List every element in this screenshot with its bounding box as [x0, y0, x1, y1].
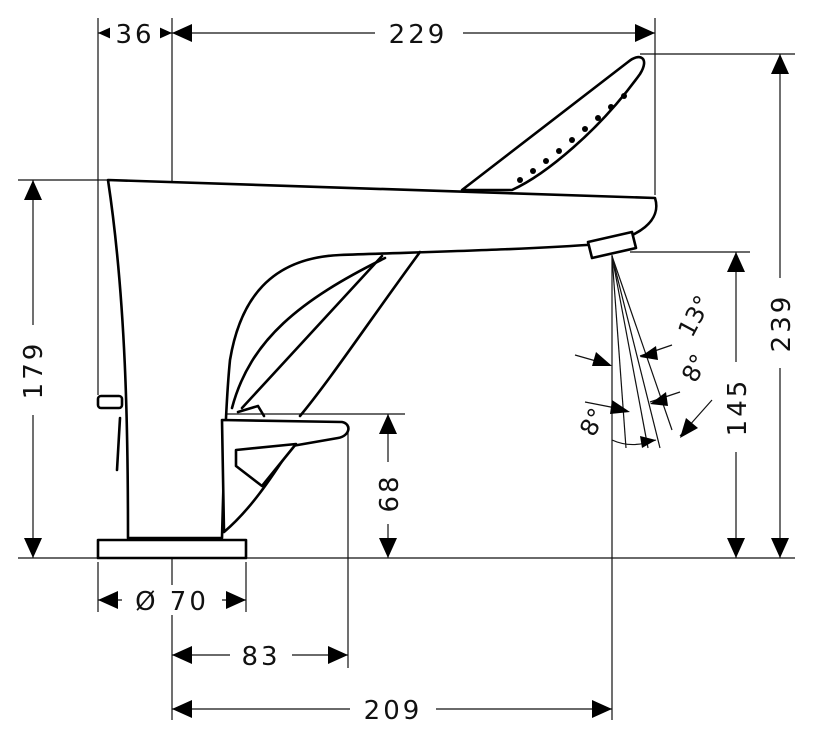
angle13-arrow-left	[592, 352, 612, 366]
dim-36-label: 36	[115, 20, 154, 50]
spray-line-2	[612, 256, 648, 448]
lever-stub	[98, 396, 122, 408]
dim-145-label: 145	[723, 378, 753, 437]
dim-239-label: 239	[767, 294, 797, 353]
angle8r-arrow2	[680, 418, 698, 438]
angle-8-left-label: 8°	[574, 404, 612, 441]
dim-229-label: 229	[389, 20, 448, 50]
dim-209-label: 209	[364, 696, 423, 726]
dim-179-label: 179	[19, 341, 49, 400]
dim-83-label: 83	[241, 642, 280, 672]
dim-68-label: 68	[375, 473, 405, 512]
bath-spout	[222, 420, 348, 532]
lever-edge	[117, 418, 120, 470]
angle-13-label: 13°	[673, 291, 718, 342]
base-plate	[98, 540, 246, 558]
hand-shower-head	[462, 57, 644, 190]
angle-8-right-label: 8°	[676, 350, 714, 387]
hose-holder	[300, 252, 420, 416]
dim-70-label: Ø 70	[135, 587, 209, 617]
angle13-arrow-right	[640, 346, 658, 360]
angle8l-arrow	[610, 400, 630, 414]
